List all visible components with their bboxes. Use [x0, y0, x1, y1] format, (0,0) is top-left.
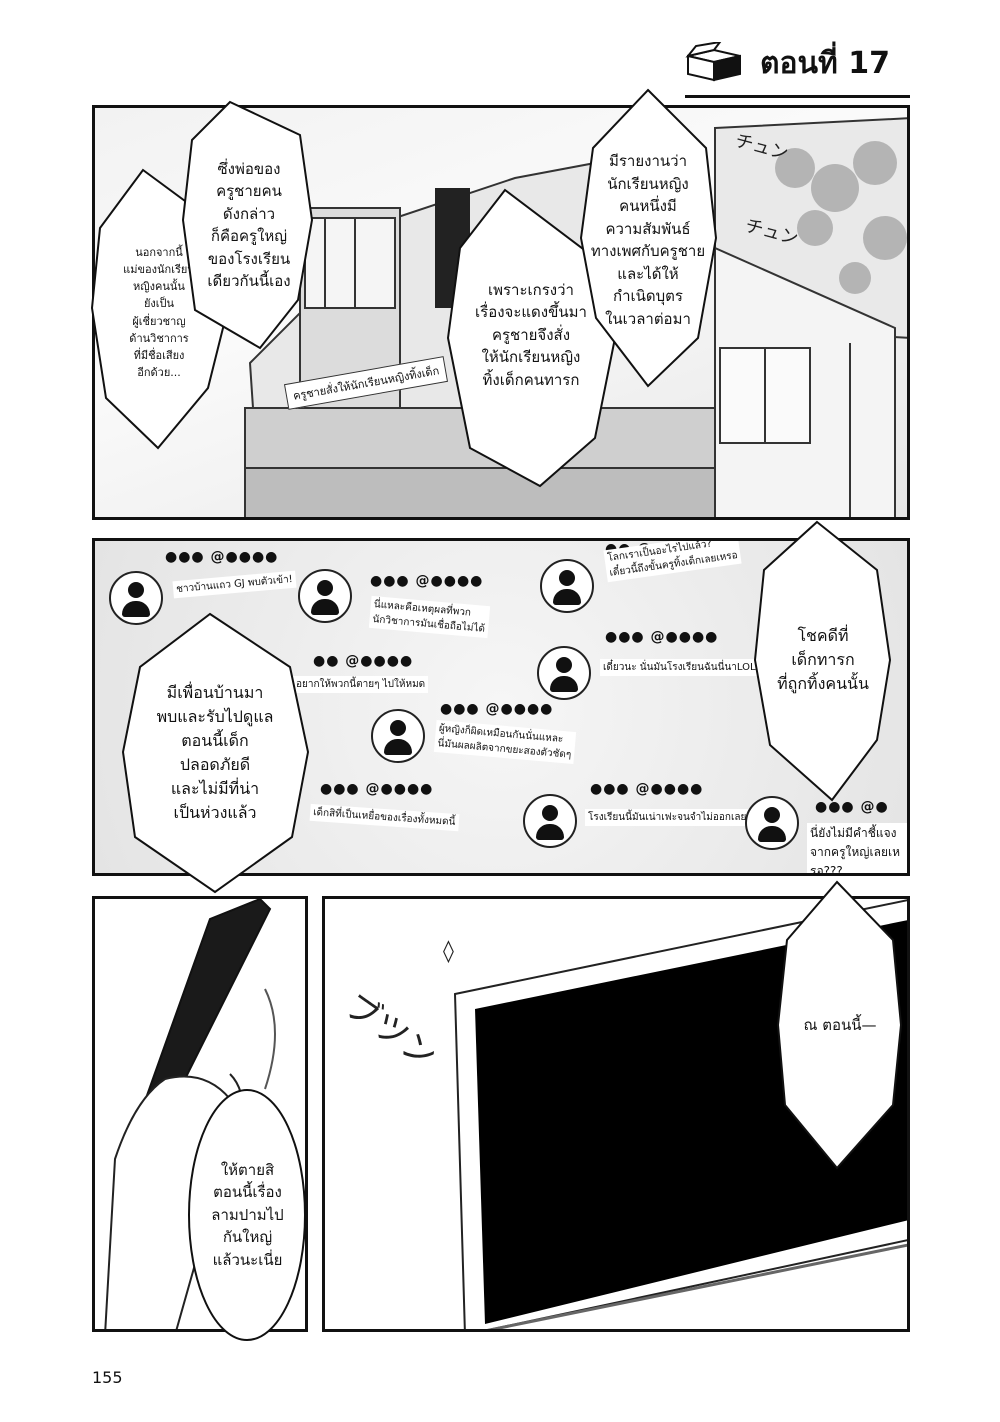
- bubble-shape-p3: [188, 1089, 306, 1341]
- chapter-title: ตอนที่ 17: [760, 46, 890, 81]
- avatar-4: [537, 646, 591, 700]
- avatar-8: [523, 794, 577, 848]
- chapter-header: ตอนที่ 17: [680, 30, 915, 90]
- post-6-handle: ●●● @●●●●: [440, 701, 554, 717]
- avatar-1: [109, 571, 163, 625]
- post-5-handle: ●● @●●●●: [313, 653, 414, 669]
- post-8-handle: ●●● @●●●●: [590, 781, 704, 797]
- page-number: 155: [92, 1368, 123, 1387]
- post-5-text: อยากให้พวกนี้ตายๆ ไปให้หมด: [293, 676, 429, 693]
- box-icon: [685, 42, 741, 82]
- sparkle-icon: ◊: [443, 939, 454, 964]
- bubble-p4: ณ ตอนนี้—: [803, 1015, 877, 1034]
- bubble-p3: ให้ตายสิ ตอนนี้เรื่อง ลามปามไป กันใหญ่ แ…: [211, 1160, 284, 1269]
- post-6-text: ผู้หญิงก็ผิดเหมือนกันนั่นแหละ นี่มันผลผล…: [433, 719, 577, 765]
- bubble-shape-p1-mid: [181, 100, 314, 350]
- post-1-handle: ●●● @●●●●: [165, 549, 279, 565]
- post-7-handle: ●●● @●●●●: [320, 781, 434, 797]
- bubble-p2-right: โชคดีที่ เด็กทารก ที่ถูกทิ้งคนนั้น: [777, 626, 869, 693]
- post-9-handle: ●●● @●: [815, 799, 889, 815]
- post-2-handle: ●●● @●●●●: [370, 573, 484, 589]
- header-rule: [685, 95, 910, 98]
- post-7-text: เด็กสิที่เป็นเหยื่อของเรื่องทั้งหมดนี้: [309, 803, 459, 832]
- avatar-9: [745, 796, 799, 850]
- avatar-3: [540, 559, 594, 613]
- post-1-text: ชาวบ้านแถว GJ พบตัวเข้า!: [172, 570, 297, 599]
- bubble-shape-p4: [776, 880, 903, 1170]
- avatar-6: [371, 709, 425, 763]
- post-2-text: นี่แหละคือเหตุผลที่พวก นักวิชาการมันเชื่…: [368, 595, 490, 639]
- bubble-p1-right: มีรายงานว่า นักเรียนหญิง คนหนึ่งมี ความส…: [590, 152, 706, 328]
- bubble-p1-mid: ซึ่งพ่อของ ครูชายคน ดังกล่าว ก็คือครูใหญ…: [207, 159, 291, 291]
- post-8-text: โรงเรียนนี้มันเน่าเฟะจนจำไม่ออกเลยว่ะ: [585, 809, 761, 826]
- post-9-text: นี่ยังไม่มีคำชี้แจง จากครูใหญ่เลยเหรอ???: [807, 823, 907, 873]
- bubble-shape-p2-left: [121, 612, 310, 894]
- bubble-p2-left: มีเพื่อนบ้านมา พบและรับไปดูแล ตอนนี้เด็ก…: [156, 682, 274, 822]
- post-4-text: เดี๋ยวนะ นั่นมันโรงเรียนฉันนี่นาLOL: [600, 659, 759, 676]
- post-4-handle: ●●● @●●●●: [605, 629, 719, 645]
- bubble-p1-left: นอกจากนี้ แม่ของนักเรียน หญิงคนนั้น ยังเ…: [123, 246, 195, 379]
- bubble-shape-p2-right: [753, 520, 892, 802]
- bubble-shape-p1-right: [579, 88, 718, 388]
- avatar-2: [298, 569, 352, 623]
- bubble-p1-center: เพราะเกรงว่า เรื่องจะแดงขึ้นมา ครูชายจึง…: [475, 280, 587, 389]
